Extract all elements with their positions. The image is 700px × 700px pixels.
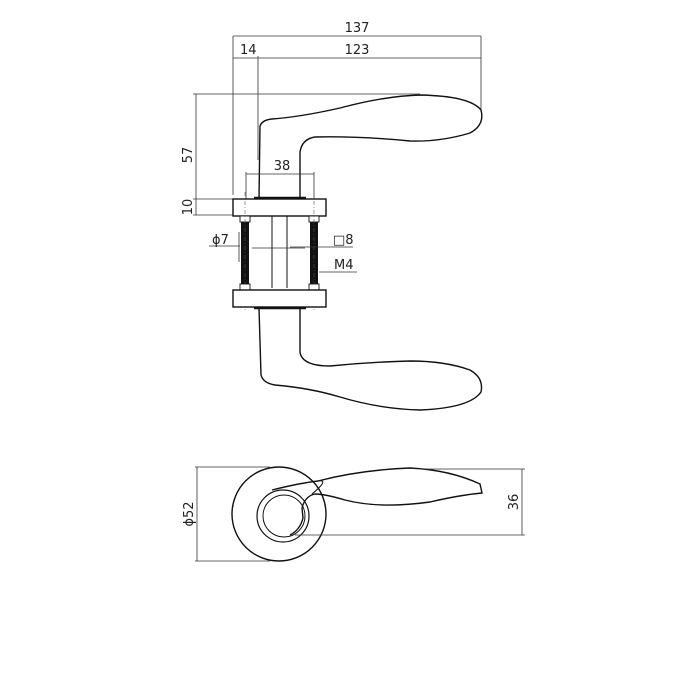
dimension-bolt-hole: ϕ7 — [209, 232, 240, 262]
dim-38: 38 — [274, 159, 291, 174]
lower-lever — [258, 307, 483, 411]
spindle — [252, 216, 305, 288]
dim-123: 123 — [345, 43, 370, 58]
dimension-overall-length: 137 — [232, 21, 482, 195]
dimension-neck-width: 38 — [245, 159, 315, 300]
dim-phi52: ϕ52 — [182, 501, 197, 526]
front-view — [231, 466, 483, 562]
dim-m4: M4 — [334, 258, 354, 273]
dim-14: 14 — [240, 43, 257, 58]
connecting-bolts — [241, 222, 318, 284]
upper-lever — [254, 94, 483, 200]
lower-rose — [232, 283, 327, 310]
dimension-spindle: □8 — [290, 233, 354, 248]
dimension-height: 57 10 — [181, 93, 420, 216]
dim-137: 137 — [345, 21, 370, 36]
dimension-lever-height: 36 — [295, 468, 525, 536]
dimension-lever-length: 14 123 — [233, 43, 481, 160]
dimension-bolt-thread: M4 — [319, 258, 357, 273]
dim-36: 36 — [507, 494, 522, 511]
rose-socket — [262, 494, 306, 538]
dimension-rose-diameter: ϕ52 — [182, 466, 270, 562]
dim-phi7: ϕ7 — [212, 233, 229, 248]
upper-rose — [232, 198, 327, 223]
rose-inner — [256, 489, 310, 543]
dim-square8: □8 — [333, 233, 354, 248]
centerlines — [244, 192, 315, 310]
rose-outer — [231, 466, 327, 562]
dim-57: 57 — [181, 147, 196, 164]
dim-10: 10 — [181, 199, 196, 216]
